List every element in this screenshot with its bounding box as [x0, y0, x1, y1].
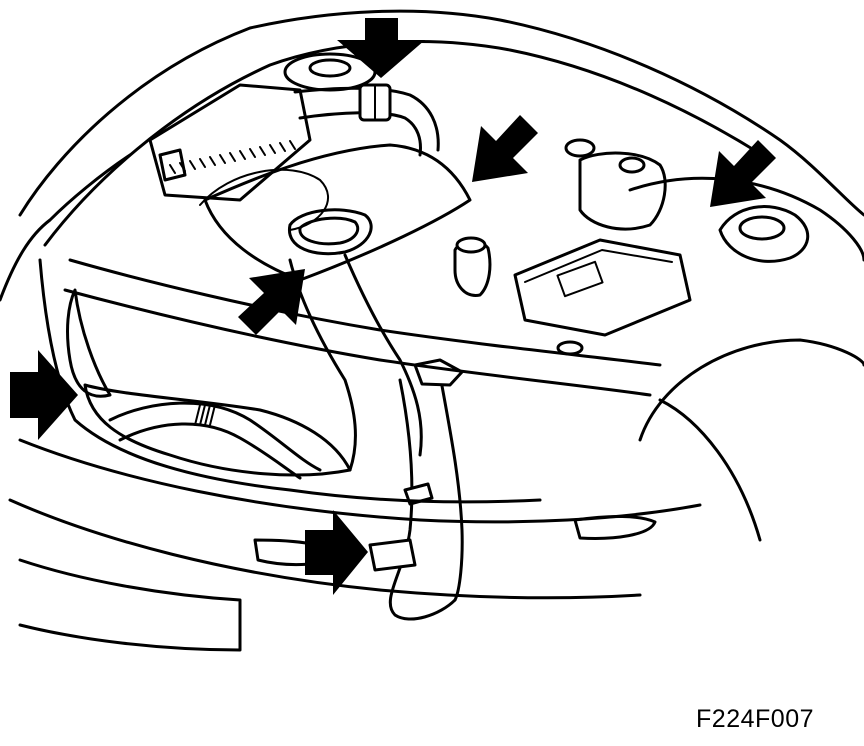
- arrow-upper-mid: [472, 115, 538, 182]
- right-strut-tower: [718, 205, 810, 263]
- intake-hose-upper: [293, 86, 440, 152]
- grille-opening: [83, 383, 352, 477]
- air-filter-clip: [158, 148, 187, 182]
- battery: [513, 238, 692, 337]
- sensor-clip: [413, 358, 464, 387]
- battery-top: [524, 249, 673, 283]
- radiator-support-lower: [63, 288, 652, 397]
- throttle-body-outer: [288, 208, 373, 256]
- intake-duct-right-edge: [343, 253, 423, 457]
- front-panel-outer: [38, 258, 542, 504]
- arrow-right: [710, 140, 776, 207]
- engine-cover: [203, 143, 472, 282]
- arrow-center: [238, 269, 305, 335]
- left-strut-cap: [308, 58, 352, 78]
- washer-cap: [455, 236, 487, 254]
- right-fender-lower: [658, 398, 762, 542]
- front-bumper-lower: [8, 498, 642, 600]
- lower-hose-inner: [118, 422, 302, 480]
- coolant-cap: [564, 138, 596, 158]
- radiator-support-upper: [68, 258, 662, 367]
- arrow-lower: [305, 510, 368, 595]
- throttle-body-inner: [298, 216, 360, 246]
- battery-terminal: [556, 260, 604, 298]
- indicator-recess: [573, 515, 657, 540]
- hood-opening-outline: [18, 9, 864, 217]
- right-fender: [628, 176, 864, 262]
- arrow-left: [10, 350, 78, 440]
- lower-hose: [108, 401, 322, 472]
- license-plate-recess: [18, 558, 242, 652]
- figure-code-label: F224F007: [696, 705, 814, 733]
- left-fender: [0, 153, 132, 302]
- front-bumper-top: [18, 438, 702, 524]
- arrow-top: [337, 18, 425, 78]
- right-wheel-arch: [638, 338, 864, 442]
- wiring-loop: [199, 168, 330, 231]
- reservoir-cap-2: [618, 156, 646, 174]
- right-strut-cap: [738, 215, 786, 241]
- hose-ribs: [194, 404, 216, 426]
- brake-fluid-cap: [556, 340, 584, 356]
- left-headlamp-housing: [66, 288, 112, 398]
- lower-duct-connector: [368, 538, 417, 572]
- intake-hose-upper-inner: [298, 111, 422, 157]
- lower-air-duct-right: [438, 373, 464, 602]
- coolant-reservoir: [578, 151, 667, 231]
